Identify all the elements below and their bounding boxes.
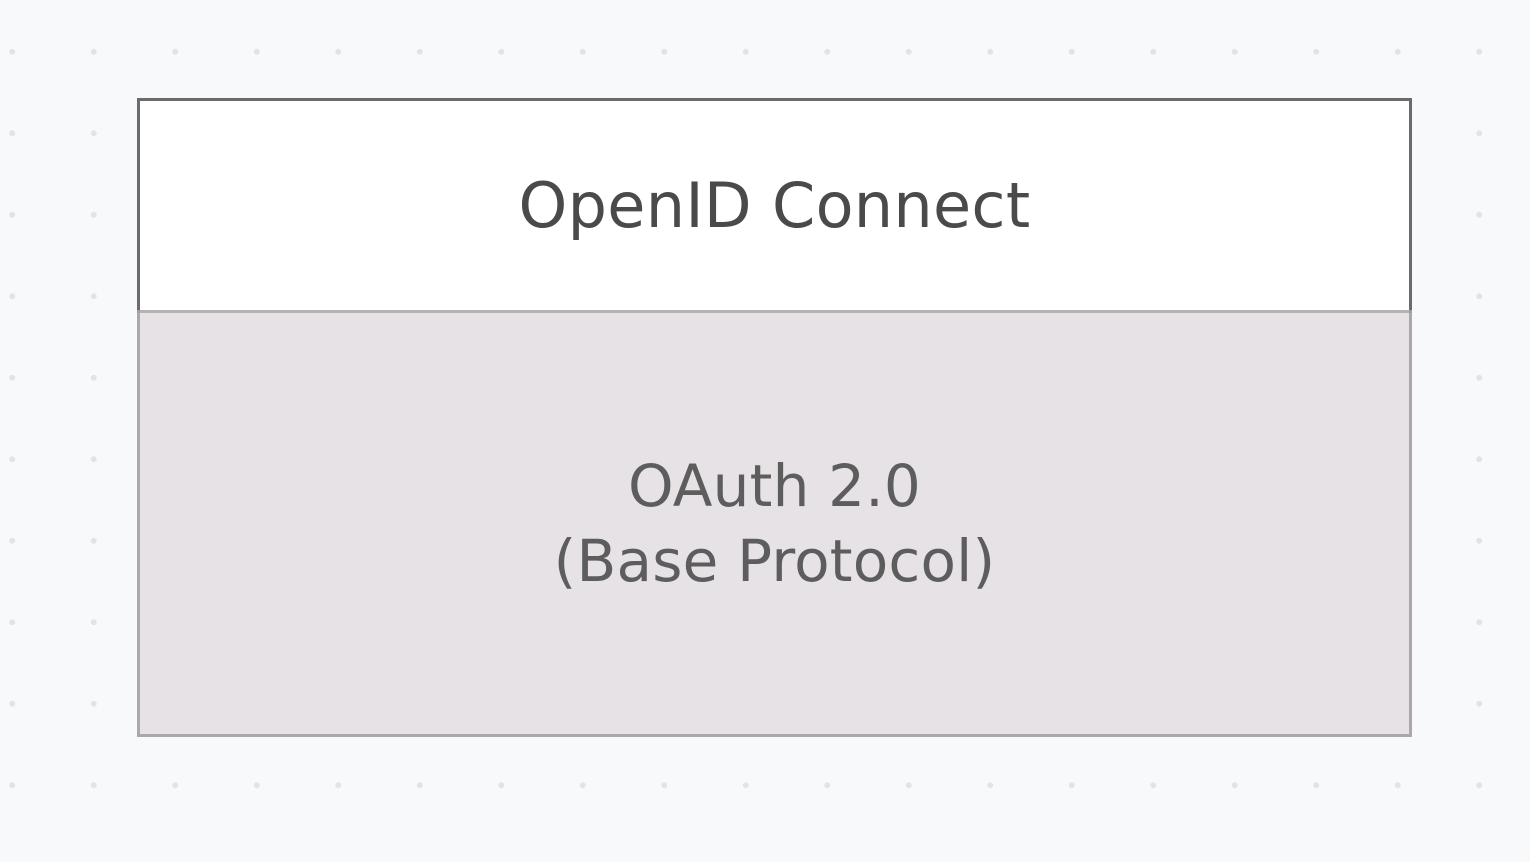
node-header-band[interactable]: OpenID Connect	[137, 98, 1412, 310]
node-header-label: OpenID Connect	[518, 168, 1031, 242]
openid-connect-node[interactable]: OpenID Connect OAuth 2.0 (Base Protocol)	[137, 98, 1412, 737]
node-body-line-secondary: (Base Protocol)	[553, 526, 996, 595]
node-body-line-primary: OAuth 2.0	[627, 452, 922, 521]
node-header-body-divider	[137, 310, 1412, 313]
node-body-band[interactable]: OAuth 2.0 (Base Protocol)	[137, 313, 1412, 737]
